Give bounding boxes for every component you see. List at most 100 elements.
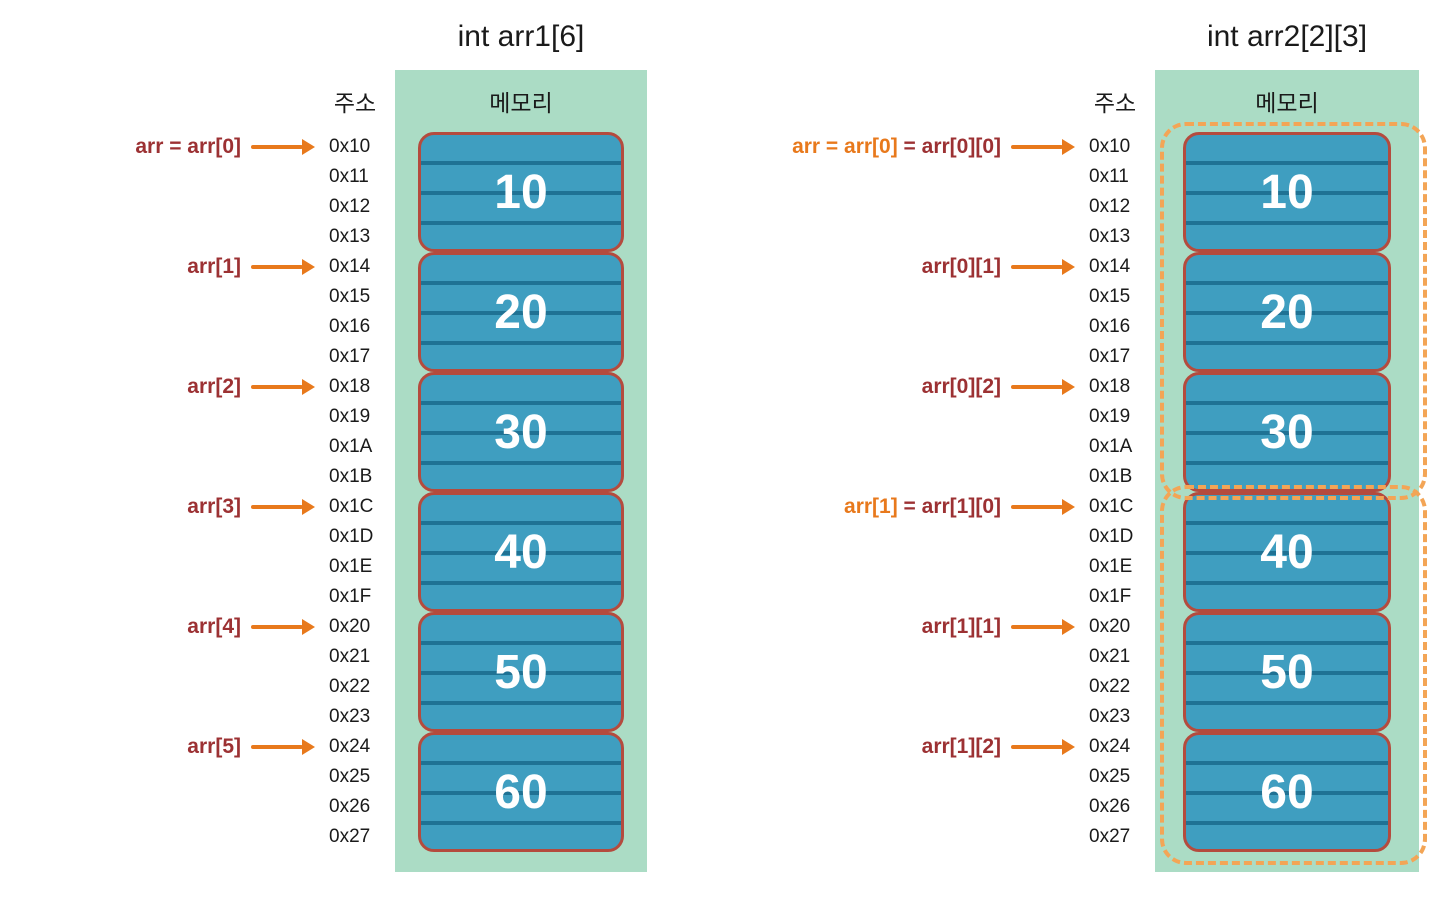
memory-cell: 50 xyxy=(1183,612,1391,732)
address-row: 0x27 xyxy=(329,826,371,847)
array-label-text: arr[5] xyxy=(187,735,241,758)
array-label-text: arr[0][2] xyxy=(921,375,1001,398)
address-row: 0x22 xyxy=(1089,676,1131,697)
address-row: 0x1C xyxy=(1089,496,1134,517)
memory-cells: 10 20 30 40 50 60 xyxy=(418,132,624,852)
array-label-text: arr[2] xyxy=(187,375,241,398)
array-label-text: arr = arr[0] xyxy=(135,135,241,158)
array-label: arr[1] = arr[1][0] xyxy=(655,492,1075,522)
cell-value: 20 xyxy=(494,285,548,339)
diagram-title: int arr1[6] xyxy=(457,20,585,53)
memory-cell: 30 xyxy=(418,372,624,492)
memory-column: 메모리 10 20 30 40 50 60 xyxy=(395,70,647,872)
label-column: arr = arr[0] arr[1] arr[2] arr[3] arr[4] xyxy=(60,70,315,872)
cell-value: 40 xyxy=(494,525,548,579)
address-row: 0x16 xyxy=(329,316,371,337)
arrow-right-icon xyxy=(1011,499,1075,515)
array-label: arr[0][2] xyxy=(655,372,1075,402)
array-label-text: arr = arr[0] = arr[0][0] xyxy=(792,135,1001,158)
arrow-right-icon xyxy=(1011,259,1075,275)
address-column-header: 주소 xyxy=(333,90,377,116)
arrow-right-icon xyxy=(1011,739,1075,755)
memory-cell: 40 xyxy=(1183,492,1391,612)
cell-value: 50 xyxy=(494,645,548,699)
address-row: 0x26 xyxy=(1089,796,1131,817)
address-row: 0x1F xyxy=(329,586,372,607)
array-label: arr[1][2] xyxy=(655,732,1075,762)
address-row: 0x20 xyxy=(1089,616,1131,637)
address-row: 0x11 xyxy=(329,166,369,187)
address-row: 0x15 xyxy=(329,286,371,307)
cell-value: 30 xyxy=(494,405,548,459)
address-row: 0x21 xyxy=(329,646,371,667)
address-row: 0x17 xyxy=(329,346,371,367)
address-row: 0x18 xyxy=(329,376,371,397)
array-label-text: arr[3] xyxy=(187,495,241,518)
memory-cell: 60 xyxy=(418,732,624,852)
array-label: arr = arr[0] xyxy=(60,132,315,162)
address-row: 0x23 xyxy=(329,706,371,727)
cell-value: 40 xyxy=(1260,525,1314,579)
address-row: 0x24 xyxy=(1089,736,1131,757)
arrow-right-icon xyxy=(251,139,315,155)
address-row: 0x1D xyxy=(1089,526,1134,547)
arrow-right-icon xyxy=(251,259,315,275)
address-row: 0x21 xyxy=(1089,646,1131,667)
array-label: arr[3] xyxy=(60,492,315,522)
address-row: 0x1B xyxy=(329,466,373,487)
memory-cells: 10 20 30 40 50 60 xyxy=(1160,122,1427,865)
address-row: 0x1A xyxy=(329,436,373,457)
address-row: 0x17 xyxy=(1089,346,1131,367)
array-label: arr[1][1] xyxy=(655,612,1075,642)
address-row: 0x1E xyxy=(1089,556,1133,577)
array-label: arr[5] xyxy=(60,732,315,762)
address-row: 0x20 xyxy=(329,616,371,637)
diagram-title: int arr2[2][3] xyxy=(1206,20,1368,53)
memory-cell: 10 xyxy=(418,132,624,252)
address-row: 0x12 xyxy=(329,196,371,217)
memory-column-header: 메모리 xyxy=(489,90,553,116)
address-column: 주소 0x10 0x11 0x12 0x13 0x14 0x15 0x16 0x… xyxy=(1075,70,1155,852)
address-row: 0x11 xyxy=(1089,166,1129,187)
arrow-right-icon xyxy=(251,739,315,755)
address-row: 0x24 xyxy=(329,736,371,757)
address-row: 0x13 xyxy=(329,226,371,247)
address-row: 0x19 xyxy=(329,406,371,427)
arrow-right-icon xyxy=(251,499,315,515)
canvas: int arr1[6] arr = arr[0] arr[1] arr[2] a… xyxy=(60,12,1427,872)
address-column-header: 주소 xyxy=(1093,90,1137,116)
address-row: 0x15 xyxy=(1089,286,1131,307)
arrow-right-icon xyxy=(1011,139,1075,155)
address-row: 0x25 xyxy=(329,766,371,787)
address-row: 0x1E xyxy=(329,556,373,577)
array-label: arr[0][1] xyxy=(655,252,1075,282)
address-row: 0x1A xyxy=(1089,436,1133,457)
address-row: 0x10 xyxy=(1089,136,1131,157)
memory-column: 메모리 10 20 30 40 50 60 xyxy=(1155,70,1427,872)
memory-cell: 50 xyxy=(418,612,624,732)
address-row: 0x26 xyxy=(329,796,371,817)
array-label-text: arr[1] xyxy=(187,255,241,278)
array-label: arr[4] xyxy=(60,612,315,642)
address-row: 0x16 xyxy=(1089,316,1131,337)
address-row: 0x1D xyxy=(329,526,374,547)
arrow-right-icon xyxy=(251,379,315,395)
memory-cell: 60 xyxy=(1183,732,1391,852)
arrow-right-icon xyxy=(1011,379,1075,395)
address-row: 0x1B xyxy=(1089,466,1133,487)
address-row: 0x18 xyxy=(1089,376,1131,397)
diagram-arr1: int arr1[6] arr = arr[0] arr[1] arr[2] a… xyxy=(60,12,647,872)
address-row: 0x14 xyxy=(1089,256,1131,277)
address-row: 0x14 xyxy=(329,256,371,277)
cell-value: 30 xyxy=(1260,405,1314,459)
memory-cell: 40 xyxy=(418,492,624,612)
address-row: 0x13 xyxy=(1089,226,1131,247)
memory-column-header: 메모리 xyxy=(1255,90,1319,116)
arrow-right-icon xyxy=(251,619,315,635)
arrow-right-icon xyxy=(1011,619,1075,635)
array-label-text: arr[0][1] xyxy=(921,255,1001,278)
address-row: 0x12 xyxy=(1089,196,1131,217)
address-row: 0x22 xyxy=(329,676,371,697)
cell-value: 50 xyxy=(1260,645,1314,699)
address-column: 주소 0x10 0x11 0x12 0x13 0x14 0x15 0x16 0x… xyxy=(315,70,395,852)
